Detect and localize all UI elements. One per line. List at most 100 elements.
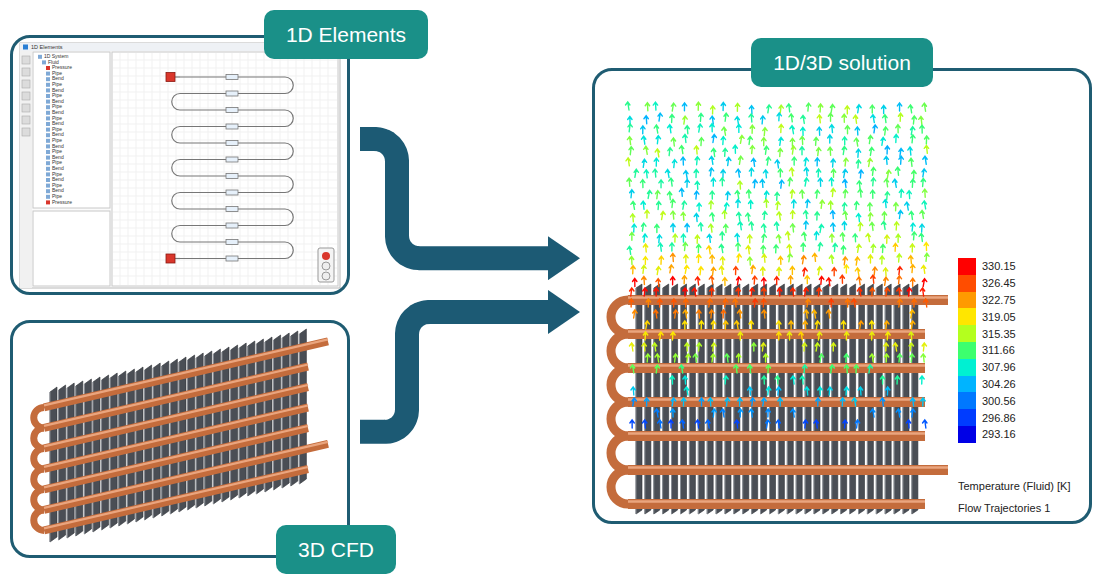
bend-element — [285, 143, 293, 160]
flow-arrow-glyph — [738, 181, 742, 189]
flow-arrow-glyph — [751, 266, 755, 274]
control-widget — [318, 248, 334, 282]
pipe-component — [226, 240, 238, 245]
flow-arrow-glyph — [634, 169, 638, 177]
flow-arrow-glyph — [696, 245, 700, 253]
grid-line — [152, 53, 153, 285]
grid-line — [113, 244, 337, 245]
flow-arrow-glyph — [684, 171, 688, 179]
flow-arrow-glyph — [630, 420, 634, 428]
flow-arrow-glyph — [711, 178, 715, 186]
flow-arrow-glyph — [725, 203, 729, 211]
flow-arrow-glyph — [817, 127, 821, 135]
flow-arrow-glyph — [787, 332, 791, 340]
flow-arrow-glyph — [684, 255, 688, 263]
flow-arrow-glyph — [735, 234, 739, 242]
flow-arrow-glyph — [653, 102, 657, 110]
legend-value: 330.15 — [982, 260, 1016, 272]
flow-arrow-glyph — [896, 125, 900, 133]
legend-swatch — [958, 342, 976, 359]
legend-value: 296.86 — [982, 412, 1016, 424]
flow-arrow-glyph — [800, 190, 804, 198]
grid-line — [113, 236, 337, 237]
flow-arrow-glyph — [764, 146, 768, 154]
u-bend — [34, 510, 44, 530]
flow-arrow-glyph — [668, 148, 672, 156]
toolbar-icon — [22, 68, 30, 76]
flow-arrow-glyph — [655, 224, 659, 232]
flow-arrow-glyph — [790, 126, 794, 134]
flow-arrow-glyph — [801, 127, 805, 135]
grid-line — [113, 204, 337, 205]
flow-arrow-glyph — [830, 234, 834, 242]
legend-swatch — [958, 359, 976, 376]
flow-arrow-glyph — [882, 212, 886, 220]
flow-arrow-glyph — [737, 124, 741, 132]
flow-arrow-glyph — [697, 343, 701, 351]
grid-line — [113, 268, 337, 269]
pipe-component — [226, 91, 238, 96]
flow-arrow-glyph — [910, 354, 914, 362]
flow-arrow-glyph — [858, 387, 862, 395]
flow-arrow-glyph — [841, 321, 845, 329]
flow-arrow-glyph — [842, 146, 846, 154]
flow-arrow-glyph — [697, 203, 701, 211]
flow-arrow-glyph — [844, 158, 848, 166]
flow-arrow-glyph — [685, 265, 689, 273]
flow-arrow-glyph — [640, 180, 644, 188]
flow-arrow-glyph — [924, 145, 928, 153]
flow-arrow-glyph — [884, 156, 888, 164]
flow-arrow-glyph — [818, 387, 822, 395]
flow-arrow-glyph — [641, 201, 645, 209]
grid-line — [113, 260, 337, 261]
flow-arrow-glyph — [646, 354, 650, 362]
legend-caption: Flow Trajectories 1 — [958, 502, 1050, 515]
flow-arrow-glyph — [777, 113, 781, 121]
flow-arrow-glyph — [630, 232, 634, 240]
flow-arrow-glyph — [921, 265, 925, 273]
pipe-element — [175, 76, 180, 77]
legend-row: 293.16 — [958, 426, 1016, 443]
flow-arrow-glyph — [802, 232, 806, 240]
flow-arrow-glyph — [791, 409, 795, 417]
legend-row: 304.26 — [958, 376, 1016, 393]
flow-arrow-glyph — [924, 299, 928, 307]
flow-arrow-glyph — [776, 420, 780, 428]
flow-arrow-glyph — [881, 137, 885, 145]
grid-line — [113, 148, 337, 149]
flow-arrow-glyph — [831, 159, 835, 167]
flow-arrow-glyph — [710, 255, 714, 263]
app-window — [20, 43, 340, 288]
flow-arrow-glyph — [685, 343, 689, 351]
flow-arrow-glyph — [806, 299, 810, 307]
grid-line — [113, 276, 337, 277]
flow-arrow-glyph — [893, 179, 897, 187]
flow-arrow-glyph — [920, 376, 924, 384]
flow-arrow-glyph — [815, 321, 819, 329]
bend-element — [285, 176, 293, 193]
flow-arrow-glyph — [853, 234, 857, 242]
flow-arrow-glyph — [777, 332, 781, 340]
flow-arrow-glyph — [843, 420, 847, 428]
flow-arrow-glyph — [868, 136, 872, 144]
canvas-pane — [112, 52, 338, 286]
flow-arrow-glyph — [665, 170, 669, 178]
copper-tube — [44, 469, 308, 530]
flow-arrow-glyph — [790, 266, 794, 274]
flow-arrow-glyph — [803, 365, 807, 373]
tree-icon — [46, 139, 50, 143]
flow-arrow-glyph — [644, 170, 648, 178]
flow-arrow-glyph — [711, 267, 715, 275]
flow-arrow-glyph — [750, 288, 754, 296]
flow-arrow-glyph — [871, 275, 875, 283]
flow-arrow-glyph — [685, 224, 689, 232]
flow-arrow-glyph — [883, 127, 887, 135]
flow-arrow-glyph — [856, 160, 860, 168]
tree-icon — [46, 83, 50, 87]
flow-arrow-glyph — [922, 201, 926, 209]
flow-arrow-glyph — [909, 332, 913, 340]
flow-arrow-glyph — [642, 223, 646, 231]
flow-arrow-glyph — [707, 234, 711, 242]
flow-arrow-glyph — [921, 178, 925, 186]
grid-line — [113, 84, 337, 85]
